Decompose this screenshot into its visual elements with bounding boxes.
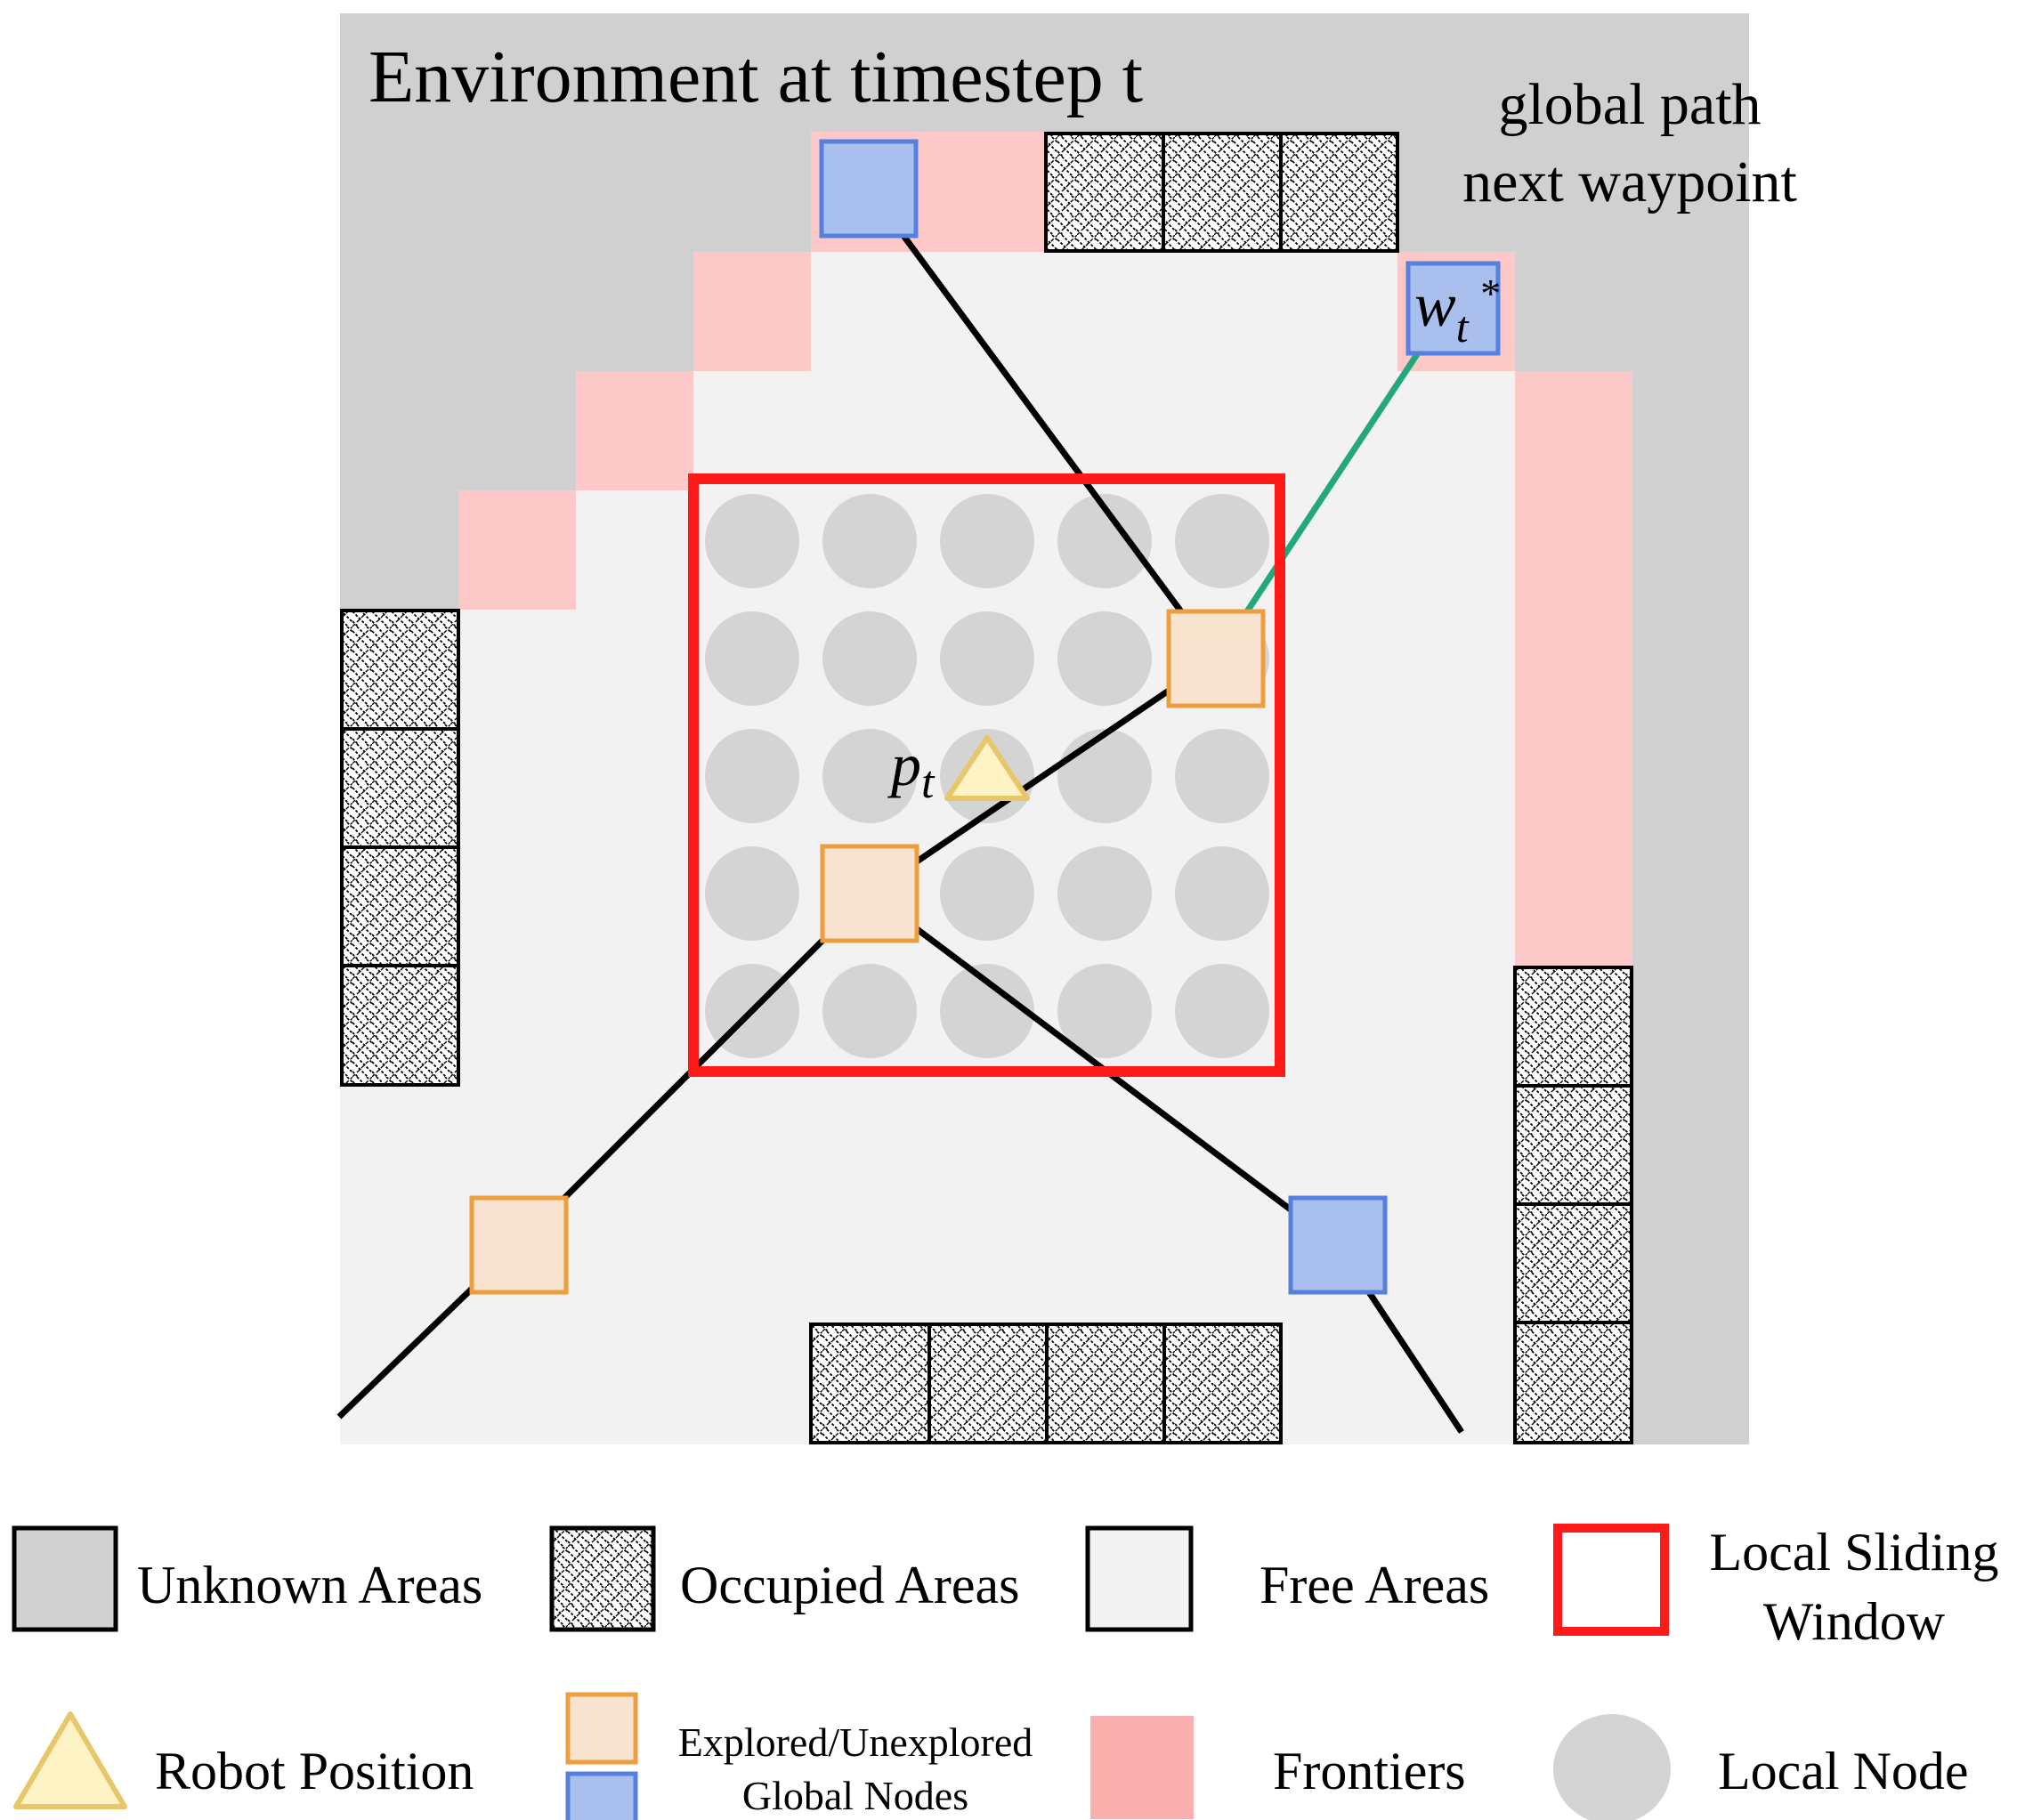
- graph-edge: [866, 186, 1219, 661]
- legend-window-label-line1: Local Sliding: [1710, 1523, 1999, 1581]
- local-node: [822, 729, 917, 823]
- waypoint-label: wt*: [1414, 271, 1499, 352]
- occupied-cell: [1513, 1321, 1633, 1444]
- local-node: [1175, 846, 1269, 941]
- local-node: [705, 494, 799, 588]
- occupied-cell: [340, 727, 460, 849]
- legend-occupied-label: Occupied Areas: [680, 1556, 1020, 1614]
- occupied-cell: [1279, 132, 1399, 253]
- occupied-cell: [340, 964, 460, 1087]
- waypoint-node: [1405, 261, 1501, 356]
- frontier-cell: [928, 132, 1046, 252]
- legend-frontier-label: Frontiers: [1273, 1742, 1466, 1800]
- legend-unexplored-swatch: [565, 1771, 638, 1820]
- local-node: [1057, 964, 1152, 1058]
- legend: Unknown Areas Occupied Areas Free Areas …: [12, 1523, 1999, 1820]
- unexplored-global-node: [1288, 1195, 1388, 1295]
- local-node: [705, 729, 799, 823]
- frontier-cells: [458, 132, 1632, 967]
- legend-free-label: Free Areas: [1259, 1556, 1489, 1614]
- local-sliding-window: [688, 473, 1285, 1077]
- frontier-column: [1515, 371, 1632, 967]
- local-node: [705, 846, 799, 941]
- occupied-cell: [809, 1323, 931, 1444]
- explored-global-node: [820, 844, 919, 943]
- legend-occupied-swatch: [549, 1525, 656, 1632]
- robot-position-marker: [944, 735, 1030, 801]
- local-node: [1057, 729, 1152, 823]
- frontier-cell: [693, 252, 811, 371]
- explored-global-node: [469, 1195, 569, 1295]
- local-node: [940, 494, 1034, 588]
- legend-frontier-swatch: [1090, 1716, 1194, 1819]
- legend-global-nodes-line1: Explored/Unexplored: [678, 1719, 1033, 1765]
- waypoint-subscript: t: [1456, 302, 1470, 352]
- local-node: [940, 964, 1034, 1058]
- legend-window-swatch: [1553, 1524, 1669, 1636]
- occupied-cell: [1513, 1202, 1633, 1324]
- local-node: [940, 611, 1034, 706]
- graph-edge: [868, 656, 1218, 896]
- occupied-cell: [1513, 966, 1633, 1088]
- local-node: [1057, 494, 1152, 588]
- occupied-cell: [340, 609, 460, 731]
- local-node: [822, 494, 917, 588]
- occupied-cells: [340, 132, 1633, 1444]
- explored-global-node: [1166, 609, 1266, 708]
- local-node: [1175, 494, 1269, 588]
- occupied-cell: [1045, 1323, 1166, 1444]
- occupied-cell: [1162, 1323, 1283, 1444]
- global-nodes: [469, 139, 1501, 1295]
- local-node: [1175, 729, 1269, 823]
- diagram-title: Environment at timestep t: [369, 36, 1143, 118]
- frontier-cell: [458, 490, 576, 610]
- occupied-cell: [1513, 1084, 1633, 1206]
- global-path-label-line1: global path: [1498, 72, 1761, 137]
- unexplored-global-node: [819, 139, 919, 239]
- legend-unknown-label: Unknown Areas: [137, 1556, 482, 1614]
- occupied-cell: [340, 845, 460, 967]
- local-node: [822, 611, 917, 706]
- legend-window-label-line2: Window: [1763, 1592, 1946, 1651]
- occupied-cell: [1162, 132, 1283, 253]
- global-path-label-line2: next waypoint: [1462, 150, 1797, 214]
- robot-label: pt: [887, 731, 936, 808]
- global-path-edge: [1213, 339, 1429, 660]
- local-node: [1175, 964, 1269, 1058]
- legend-local-node-swatch: [1553, 1714, 1671, 1820]
- legend-unknown-swatch: [12, 1525, 118, 1632]
- waypoint-symbol: w: [1414, 271, 1456, 340]
- robot-subscript: t: [921, 757, 936, 808]
- local-node: [1057, 611, 1152, 706]
- occupied-cell: [927, 1323, 1049, 1444]
- legend-local-node-label: Local Node: [1718, 1742, 1969, 1800]
- local-node: [705, 611, 799, 706]
- waypoint-superscript: *: [1478, 271, 1499, 316]
- local-node: [822, 964, 917, 1058]
- environment-map: pt wt* Environment at timestep t global …: [336, 13, 1797, 1444]
- local-node-grid: [705, 494, 1269, 1058]
- legend-global-nodes-line2: Global Nodes: [742, 1773, 968, 1818]
- legend-robot-swatch: [13, 1711, 127, 1809]
- occupied-cell: [1044, 132, 1165, 253]
- local-node: [940, 846, 1034, 941]
- legend-free-swatch: [1085, 1525, 1194, 1632]
- legend-robot-label: Robot Position: [155, 1742, 474, 1800]
- local-node: [1057, 846, 1152, 941]
- robot-symbol: p: [887, 731, 921, 798]
- legend-explored-swatch: [565, 1692, 638, 1765]
- frontier-cell: [576, 371, 693, 490]
